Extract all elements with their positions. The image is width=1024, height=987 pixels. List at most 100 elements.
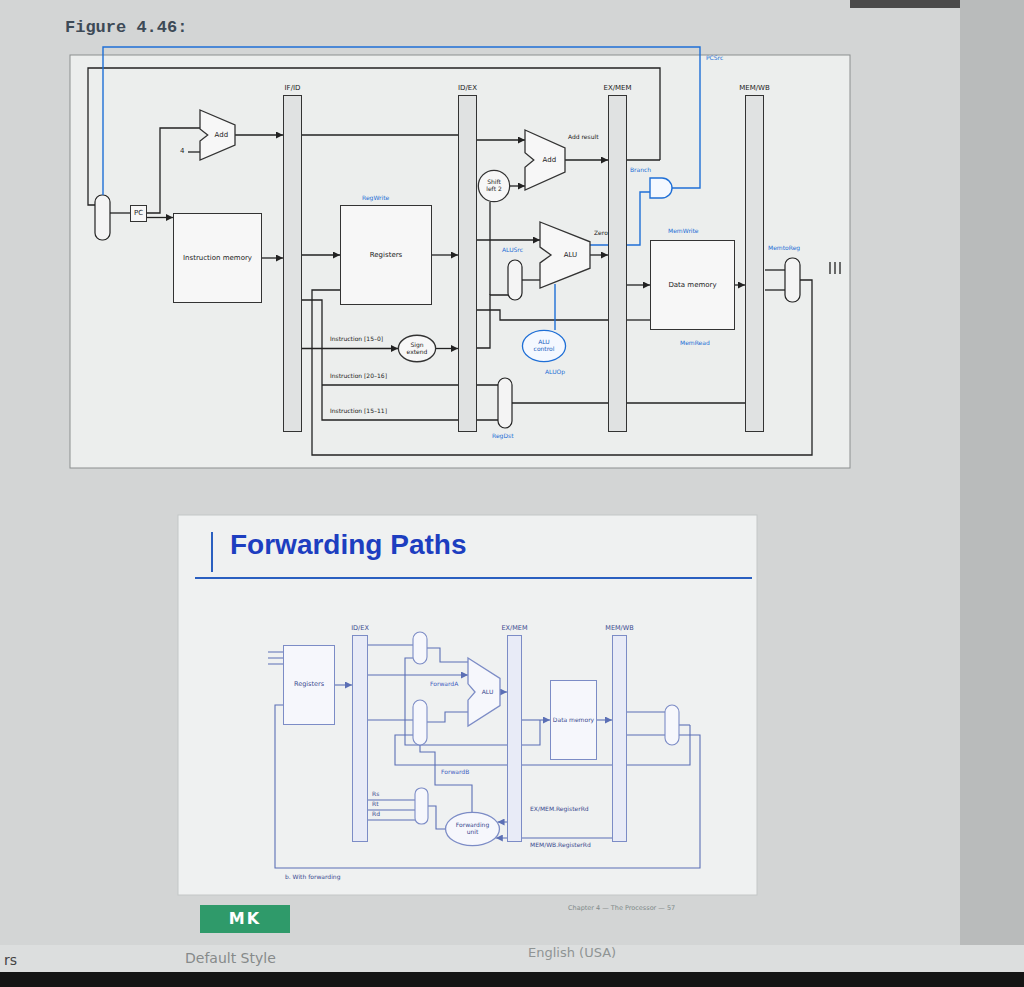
wire bbox=[522, 279, 540, 280]
register-bar bbox=[507, 635, 522, 842]
wire bbox=[275, 705, 700, 868]
node-label: Data memory bbox=[668, 281, 716, 289]
mux-symbol bbox=[665, 705, 679, 745]
slide-frame bbox=[178, 515, 757, 895]
wire bbox=[477, 295, 508, 348]
publisher-logo: MK bbox=[200, 905, 290, 933]
alu-symbol-outline bbox=[468, 658, 500, 726]
signal-name: ForwardB bbox=[441, 769, 469, 776]
wire bbox=[428, 806, 445, 829]
wire bbox=[368, 800, 415, 820]
node-label: PC bbox=[134, 209, 143, 217]
wire bbox=[188, 151, 200, 152]
figure-caption: b. With forwarding bbox=[285, 874, 340, 881]
connector bbox=[368, 674, 468, 675]
connector bbox=[496, 837, 612, 838]
memory-box: Instruction memory bbox=[173, 213, 262, 303]
signal-name: MemWrite bbox=[668, 228, 699, 235]
pipeline-register: IF/ID bbox=[283, 83, 302, 432]
node-label: Sign extend bbox=[405, 342, 428, 356]
wire bbox=[368, 719, 413, 720]
adder-symbol: Add bbox=[525, 130, 565, 190]
signal-name: ForwardA bbox=[430, 681, 458, 688]
register-name: ID/EX bbox=[458, 83, 477, 94]
register-name: ID/EX bbox=[351, 623, 369, 634]
signal-name: PCSrc bbox=[706, 55, 723, 62]
field-label: Instruction [15–11] bbox=[330, 408, 387, 415]
field-label: Rt bbox=[372, 801, 379, 808]
node-label: ALU bbox=[482, 689, 494, 696]
alu-symbol-outline bbox=[540, 222, 590, 288]
control-ellipse-outline bbox=[522, 330, 566, 362]
register-name: MEM/WB bbox=[739, 83, 770, 94]
alu-symbol: ALU bbox=[468, 658, 500, 726]
slide-title: Forwarding Paths bbox=[230, 529, 466, 561]
connector bbox=[735, 284, 745, 285]
signal-name: RegWrite bbox=[362, 195, 389, 202]
slide-footer: Chapter 4 — The Processor — 57 bbox=[568, 905, 675, 912]
node-label: Instruction memory bbox=[183, 254, 252, 262]
unit-ellipse-outline bbox=[478, 170, 509, 201]
signal-name: MemRead bbox=[680, 340, 710, 347]
forward-wire bbox=[395, 725, 690, 765]
signal-name: EX/MEM.RegisterRd bbox=[530, 806, 589, 813]
status-text: rs bbox=[4, 952, 17, 968]
wire bbox=[489, 202, 490, 295]
mux-symbol bbox=[413, 632, 427, 664]
mux-symbol bbox=[785, 258, 800, 302]
wire bbox=[627, 319, 650, 320]
wire bbox=[312, 280, 812, 455]
figure-frame bbox=[70, 55, 850, 468]
wire bbox=[765, 289, 785, 290]
mux-symbol bbox=[415, 788, 428, 824]
wire bbox=[322, 384, 498, 385]
screen-bezel bbox=[960, 0, 1024, 945]
status-bar bbox=[0, 945, 1024, 972]
alu-symbol-outline bbox=[540, 222, 590, 288]
taskbar bbox=[0, 972, 1024, 987]
register-bar bbox=[608, 95, 627, 432]
unit-ellipse-outline bbox=[446, 812, 500, 845]
wire bbox=[679, 724, 690, 725]
status-text: English (USA) bbox=[528, 946, 616, 961]
register-name: EX/MEM bbox=[501, 623, 527, 634]
wire bbox=[368, 644, 413, 645]
and-gate bbox=[650, 178, 672, 198]
connector bbox=[565, 159, 608, 160]
wire bbox=[477, 310, 608, 320]
logo-text: MK bbox=[229, 910, 261, 928]
port-label: Add result bbox=[568, 134, 599, 141]
connector bbox=[477, 139, 525, 140]
mux-symbol bbox=[508, 260, 522, 300]
figure-panel: Figure 4.46: IF/ID AddPC Instruction memory… bbox=[62, 15, 852, 470]
signal-name: ALUSrc bbox=[502, 247, 523, 254]
control-ellipse: ALU control bbox=[522, 330, 566, 362]
node-label: Add bbox=[215, 131, 229, 139]
wire bbox=[427, 712, 468, 722]
wire bbox=[427, 648, 468, 662]
mux-symbol bbox=[95, 195, 110, 240]
unit-ellipse-outline bbox=[445, 812, 500, 846]
node-label: Data memory bbox=[553, 717, 594, 724]
adder-symbol: Add bbox=[200, 110, 235, 160]
connector bbox=[597, 719, 612, 720]
register-name: MEM/WB bbox=[605, 623, 633, 634]
node-label: Add bbox=[543, 156, 557, 164]
pipeline-register: MEM/WB bbox=[604, 623, 634, 842]
figure-heading: Figure 4.46: bbox=[65, 18, 187, 37]
pipeline-register: ID/EX bbox=[457, 83, 478, 432]
memory-box: Data memory bbox=[650, 240, 735, 330]
field-label: Rs bbox=[372, 791, 379, 798]
register-name: EX/MEM bbox=[603, 83, 631, 94]
unit-ellipse-outline bbox=[478, 170, 510, 202]
node-label: Registers bbox=[370, 251, 402, 259]
unit-ellipse-outline bbox=[398, 335, 435, 361]
adder-symbol-outline bbox=[200, 110, 235, 160]
adder-symbol-outline bbox=[200, 110, 235, 160]
wire bbox=[302, 300, 498, 420]
register-file: Registers bbox=[340, 205, 432, 305]
connector bbox=[498, 821, 507, 822]
wire bbox=[88, 68, 660, 205]
